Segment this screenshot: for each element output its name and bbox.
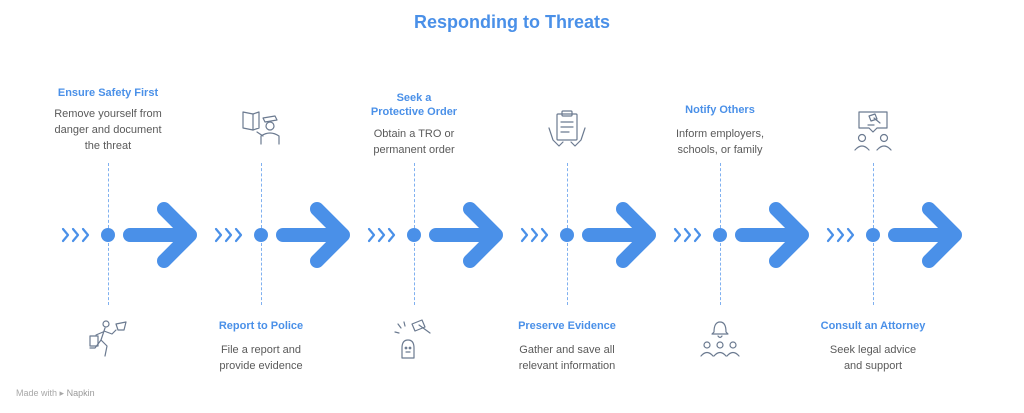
step-dot-6 [866,228,880,242]
connector-4b [567,243,568,305]
connector-2b [261,243,262,305]
gavel-icon [392,318,436,362]
step-heading: Report to Police [218,320,304,332]
step-heading: Consult an Attorney [820,320,926,332]
footer-attribution: Made with ▸ Napkin [16,388,95,399]
connector-5b [720,243,721,305]
step-description: File a report and provide evidence [219,344,303,372]
connector-6b [873,243,874,305]
step-description: Seek legal advice and support [829,344,917,372]
flow-arrow-1 [123,202,197,268]
diagram-title: Responding to Threats [413,12,610,32]
step-heading: Seek a Protective Order [370,92,458,118]
step-heading: Notify Others [685,104,755,116]
step-dot-4 [560,228,574,242]
connector-2 [261,163,262,228]
step-dot-5 [713,228,727,242]
step-dot-3 [407,228,421,242]
step-description: Inform employers, schools, or family [675,128,765,156]
connector-6 [873,163,874,228]
flow-arrow-2 [276,202,350,268]
step-description: Gather and save all relevant information [518,344,616,372]
flow-arrow-6 [888,202,962,268]
connector-3b [414,243,415,305]
connector-1 [108,163,109,228]
flow-arrow-4 [582,202,656,268]
clipboard-in-hands-icon [545,108,589,152]
step-description: Obtain a TRO or permanent order [373,128,455,156]
chevrons-3 [367,227,396,243]
step-dot-2 [254,228,268,242]
step-heading: Ensure Safety First [57,87,159,99]
connector-5 [720,163,721,228]
connector-3 [414,163,415,228]
bell-people-icon [698,316,742,360]
chevrons-1 [61,227,90,243]
person-running-from-danger-icon [86,318,130,362]
attorney-consultation-icon [851,108,895,152]
flow-arrow-5 [735,202,809,268]
connector-4 [567,163,568,228]
chevrons-2 [214,227,243,243]
police-officer-icon [239,108,283,152]
napkin-brand-label: Napkin [66,388,95,398]
chevrons-5 [673,227,702,243]
connector-1b [108,243,109,305]
napkin-logo-icon: ▸ [59,388,65,398]
chevrons-4 [520,227,549,243]
step-description: Remove yourself from danger and document… [54,108,162,152]
made-with-label: Made with [16,388,58,398]
step-dot-1 [101,228,115,242]
chevrons-6 [826,227,855,243]
flow-arrow-3 [429,202,503,268]
step-heading: Preserve Evidence [518,320,616,332]
